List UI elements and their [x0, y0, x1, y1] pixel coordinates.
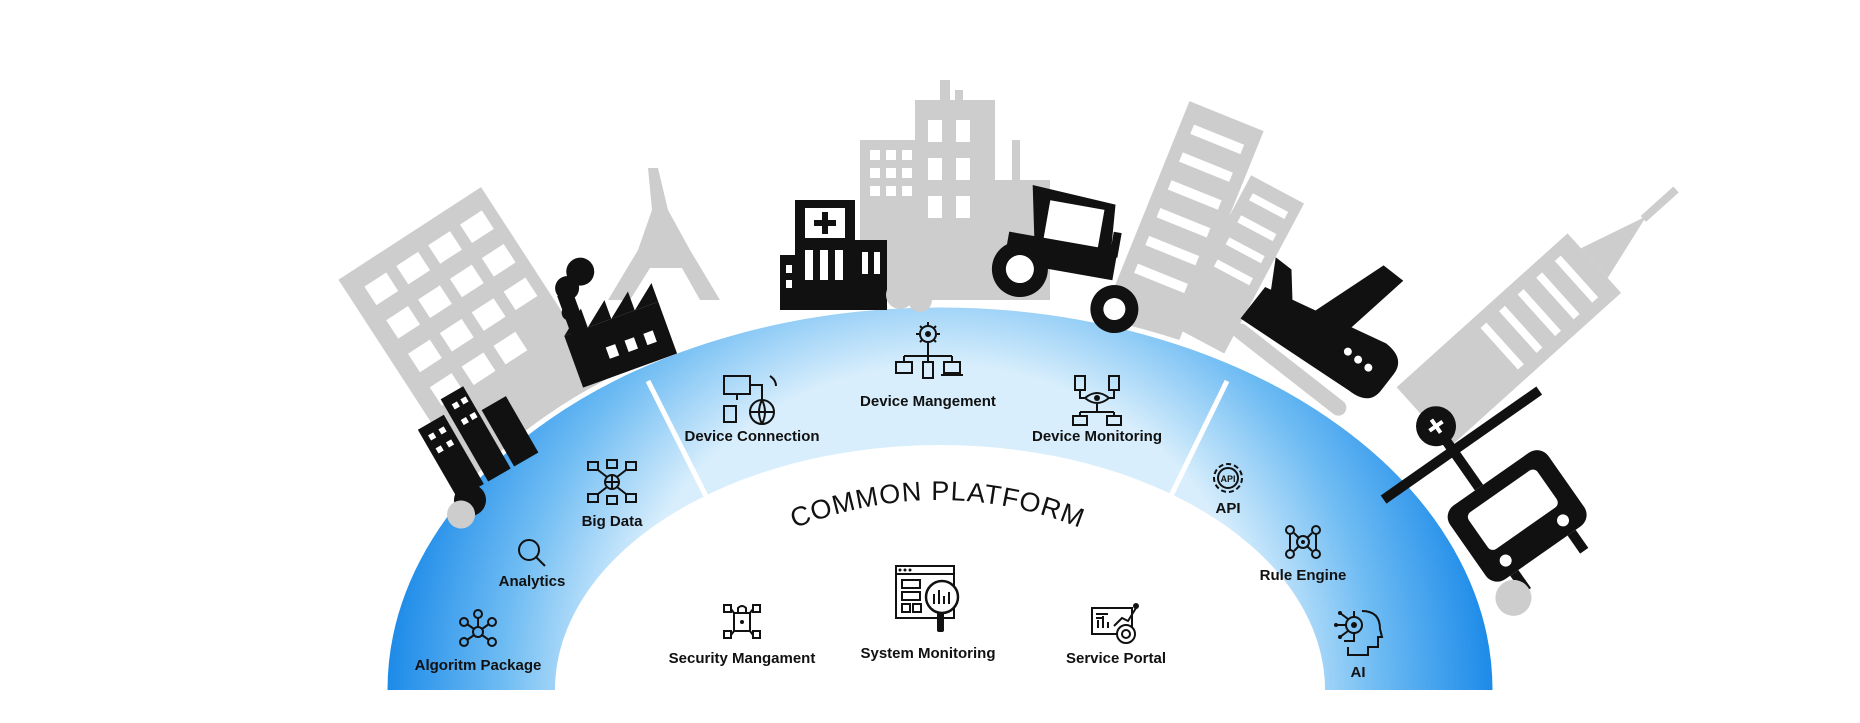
- service-portal-icon: [1091, 603, 1139, 644]
- rule-engine-icon: [1285, 525, 1321, 559]
- device-management-label: Device Mangement: [860, 393, 996, 410]
- hospital-icon: [780, 200, 932, 312]
- factory-icon: [555, 257, 678, 388]
- airplane-icon: [1232, 257, 1404, 416]
- platform-title: COMMON PLATFORM: [786, 476, 1089, 534]
- big-data-icon: [587, 459, 637, 505]
- device-management-icon: [895, 322, 963, 379]
- ai-label: AI: [1351, 664, 1366, 681]
- device-monitoring-icon: [1072, 375, 1122, 426]
- big-data-label: Big Data: [582, 513, 644, 530]
- train-icon: [1380, 386, 1589, 616]
- security-management-label: Security Mangament: [669, 650, 816, 667]
- ai-head-icon: [1334, 610, 1384, 656]
- system-monitoring-label: System Monitoring: [860, 645, 995, 662]
- magnifier-icon: [518, 539, 546, 567]
- network-icon: [459, 609, 497, 647]
- device-connection-label: Device Connection: [684, 428, 819, 445]
- office-buildings-icon: [417, 386, 539, 529]
- city-skyline-icon: [1171, 175, 1305, 354]
- algorithm-package-label: Algoritm Package: [415, 657, 542, 674]
- tractor-icon: [991, 184, 1139, 334]
- eiffel-tower-icon: [608, 168, 720, 300]
- foreground-scene-icons: [417, 184, 1589, 616]
- api-gear-icon: API: [1213, 463, 1243, 493]
- rule-engine-label: Rule Engine: [1260, 567, 1347, 584]
- system-monitoring-icon: [895, 565, 960, 632]
- city-skyline-icon: [338, 187, 612, 481]
- device-connection-icon: [723, 375, 777, 425]
- skyscraper-icon: [1396, 186, 1679, 447]
- api-label: API: [1215, 500, 1240, 517]
- analytics-label: Analytics: [499, 573, 566, 590]
- security-icon: [723, 604, 761, 639]
- service-portal-label: Service Portal: [1066, 650, 1166, 667]
- svg-text:API: API: [1220, 474, 1235, 484]
- device-monitoring-label: Device Monitoring: [1032, 428, 1162, 445]
